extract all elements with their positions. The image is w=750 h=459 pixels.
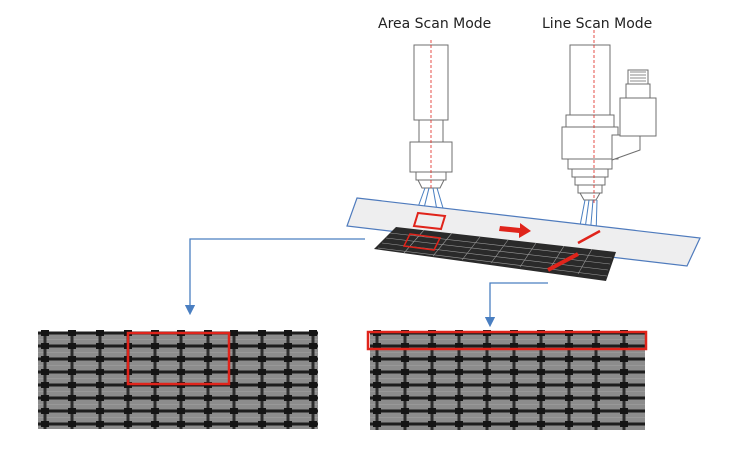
line-scan-knurl <box>630 71 646 82</box>
area-scan-mode-label: Area Scan Mode <box>378 16 492 32</box>
area-scan-output-image <box>38 330 318 429</box>
area-scan-camera <box>409 40 453 190</box>
area-scan-connector-arrow <box>184 238 365 316</box>
area-scan-wafer-highlight <box>402 233 442 251</box>
area-scan-belt-footprint <box>412 211 447 231</box>
line-scan-mode-label: Line Scan Mode <box>542 16 653 32</box>
area-scan-frame-highlight <box>126 331 231 386</box>
motion-direction-arrow <box>499 223 531 238</box>
line-scan-camera <box>561 30 619 205</box>
line-scan-connector-arrow <box>484 282 548 328</box>
line-scan-belt-line <box>577 229 601 245</box>
line-scan-output-image <box>370 330 645 430</box>
line-scan-wafer-highlight <box>547 252 579 272</box>
line-scan-mount <box>611 69 657 161</box>
line-scan-row-highlight <box>366 330 648 351</box>
